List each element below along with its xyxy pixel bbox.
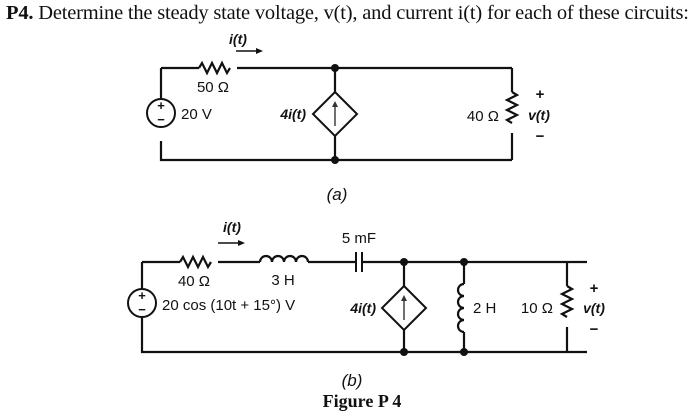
- dependent-current-source-a: [311, 90, 359, 138]
- node-dot: [331, 64, 339, 72]
- voltage-source-a: + −: [146, 98, 176, 128]
- resistor-label-a: 50 Ω: [197, 79, 229, 96]
- dependent-current-source-b: [380, 284, 428, 332]
- arrow-up-icon: [332, 101, 338, 107]
- v-label-b: v(t): [583, 300, 605, 316]
- load-resistor-label-a: 40 Ω: [467, 108, 499, 125]
- v-minus-b: −: [590, 321, 599, 338]
- resistor-50-ohm: [198, 60, 231, 76]
- wire: [159, 141, 512, 162]
- ac-voltage-source-b: + −: [127, 288, 157, 318]
- node-dot: [460, 348, 468, 356]
- problem-statement: P4. Determine the steady state voltage, …: [6, 2, 689, 25]
- shunt-inductor-label-b: 2 H: [473, 300, 496, 317]
- wire: [140, 262, 587, 354]
- capacitor-5mf: [355, 252, 363, 272]
- load-resistor-label-b: 10 Ω: [521, 300, 553, 317]
- node-dot: [400, 348, 408, 356]
- dependent-source-label-b: 4i(t): [349, 300, 376, 316]
- dependent-source-label-a: 4i(t): [279, 106, 306, 122]
- problem-number: P4.: [6, 2, 34, 24]
- current-label-a: i(t): [229, 31, 247, 47]
- v-label-a: v(t): [528, 107, 550, 123]
- svg-text:+: +: [157, 98, 165, 113]
- arrow-up-icon: [401, 295, 407, 301]
- caption-a: (a): [327, 185, 348, 204]
- circuit-b: i(t) + − 40 Ω 3 H 5 mF 20 cos (10t + 15°…: [127, 219, 605, 390]
- resistor-label-b: 40 Ω: [178, 273, 210, 290]
- inductor-3h: [258, 254, 310, 263]
- caption-b: (b): [342, 371, 363, 390]
- v-plus-a: +: [536, 86, 545, 103]
- source-label-a: 20 V: [181, 106, 212, 123]
- circuit-a: i(t) + − 50 Ω 20 V 4i(t): [146, 31, 550, 204]
- svg-text:+: +: [138, 288, 146, 303]
- current-label-b: i(t): [223, 219, 241, 235]
- figure-label: Figure P 4: [323, 391, 402, 411]
- resistor-40-ohm-series: [179, 254, 212, 270]
- node-dot: [331, 156, 339, 164]
- current-arrow-icon: [218, 240, 245, 246]
- resistor-10-ohm: [559, 285, 575, 318]
- current-arrow-icon: [236, 48, 263, 54]
- v-minus-a: −: [536, 128, 545, 145]
- source-label-b: 20 cos (10t + 15°) V: [162, 297, 295, 314]
- svg-text:−: −: [138, 302, 146, 317]
- inductor-label-b: 3 H: [271, 272, 294, 289]
- resistor-40-ohm: [504, 91, 520, 124]
- svg-text:−: −: [157, 112, 165, 127]
- node-dot: [400, 258, 408, 266]
- inductor-2h: [456, 282, 465, 334]
- node-dot: [460, 258, 468, 266]
- v-plus-b: +: [590, 280, 599, 297]
- capacitor-label-b: 5 mF: [342, 230, 376, 247]
- problem-text: Determine the steady state voltage, v(t)…: [38, 2, 689, 24]
